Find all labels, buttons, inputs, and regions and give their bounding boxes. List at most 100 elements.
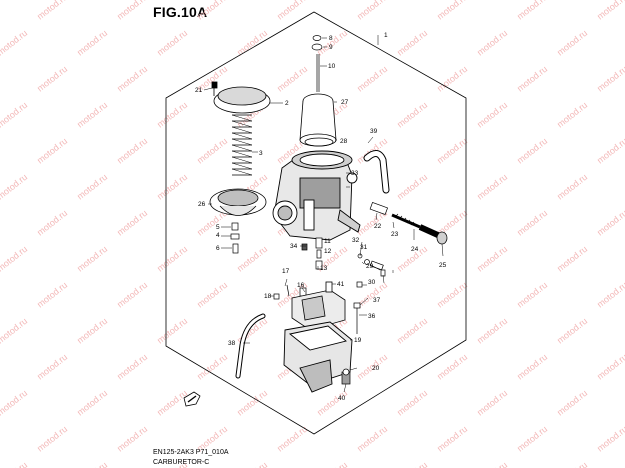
callout-26: 26: [198, 201, 206, 208]
watermark-text: motod.ru: [195, 280, 229, 310]
watermark-text: motod.ru: [115, 64, 149, 94]
callout-37: 37: [373, 297, 381, 304]
watermark-text: motod.ru: [35, 64, 69, 94]
callout-38: 38: [228, 340, 236, 347]
watermark-text: motod.ru: [555, 460, 589, 468]
callout-30: 30: [368, 279, 376, 286]
watermark-text: motod.ru: [235, 460, 269, 468]
watermark-text: motod.ru: [555, 244, 589, 274]
callout-9: 9: [329, 44, 333, 51]
callout-6: 6: [216, 245, 220, 252]
callout-29: 29: [366, 263, 374, 270]
watermark-text: motod.ru: [75, 316, 109, 346]
watermark-text: motod.ru: [75, 460, 109, 468]
watermark-text: motod.ru: [155, 316, 189, 346]
watermark-text: motod.ru: [155, 388, 189, 418]
watermark-text: motod.ru: [555, 172, 589, 202]
callout-19: 19: [354, 337, 362, 344]
watermark-text: motod.ru: [395, 460, 429, 468]
leader-lines: [203, 37, 444, 393]
watermark-text: motod.ru: [0, 28, 29, 58]
callout-41: 41: [337, 281, 345, 288]
watermark-text: motod.ru: [515, 352, 549, 382]
watermark-text: motod.ru: [475, 172, 509, 202]
callout-25: 25: [439, 262, 447, 269]
watermark-text: motod.ru: [75, 100, 109, 130]
watermark-text: motod.ru: [435, 424, 469, 454]
watermark-text: motod.ru: [0, 100, 29, 130]
watermark-text: motod.ru: [315, 28, 349, 58]
watermark-text: motod.ru: [475, 244, 509, 274]
watermark-text: motod.ru: [355, 424, 389, 454]
watermark-text: motod.ru: [435, 280, 469, 310]
watermark-text: motod.ru: [275, 0, 309, 22]
watermark-text: motod.ru: [515, 208, 549, 238]
slide-tube-part: [299, 93, 337, 147]
watermark-text: motod.ru: [195, 136, 229, 166]
float-part: [291, 281, 346, 331]
callout-20: 20: [372, 365, 380, 372]
watermark-text: motod.ru: [0, 388, 29, 418]
adjust-screw-parts: [357, 253, 386, 277]
watermark-text: motod.ru: [395, 388, 429, 418]
float-bowl-part: [283, 321, 353, 393]
watermark-text: motod.ru: [395, 172, 429, 202]
callout-4: 4: [216, 232, 220, 239]
callout-11: 11: [324, 238, 331, 245]
watermark-text: motod.ru: [555, 388, 589, 418]
callout-1: 1: [384, 32, 388, 39]
figure-title: FIG.10A: [153, 4, 208, 20]
watermark-text: motod.ru: [595, 352, 625, 382]
watermark-text: motod.ru: [75, 388, 109, 418]
choke-plunger-part: [369, 201, 448, 245]
watermark-text: motod.ru: [595, 424, 625, 454]
watermark-text: motod.ru: [555, 28, 589, 58]
callout-28: 28: [340, 138, 348, 145]
jet-parts: [230, 222, 240, 254]
assembly-outline: [165, 11, 467, 435]
watermark-text: motod.ru: [515, 64, 549, 94]
callout-22: 22: [374, 223, 382, 230]
watermark-text: motod.ru: [235, 388, 269, 418]
diaphragm-cover-part: [211, 81, 271, 114]
watermark-text: motod.ru: [35, 352, 69, 382]
watermark-text: motod.ru: [235, 244, 269, 274]
watermark-text: motod.ru: [435, 136, 469, 166]
spring-part: [231, 114, 253, 176]
watermark-text: motod.ru: [235, 28, 269, 58]
callout-31: 31: [360, 244, 368, 251]
watermark-text: motod.ru: [475, 28, 509, 58]
watermark-text: motod.ru: [355, 0, 389, 22]
watermark-text: motod.ru: [395, 28, 429, 58]
watermark-text: motod.ru: [195, 0, 229, 22]
watermark-text: motod.ru: [155, 172, 189, 202]
watermark-text: motod.ru: [115, 352, 149, 382]
watermark-text: motod.ru: [315, 460, 349, 468]
watermark-text: motod.ru: [35, 280, 69, 310]
drain-screw-part: [341, 368, 351, 385]
watermark-text: motod.ru: [435, 64, 469, 94]
watermark-text: motod.ru: [515, 424, 549, 454]
callout-33: 33: [351, 170, 359, 177]
watermark-text: motod.ru: [115, 136, 149, 166]
watermark-text: motod.ru: [0, 244, 29, 274]
float-pin-parts: [273, 284, 307, 300]
watermark-text: motod.ru: [0, 460, 29, 468]
footer-assembly-name: CARBURETOR-C: [153, 459, 210, 466]
top-cap-part: [311, 35, 323, 92]
callout-40: 40: [338, 395, 346, 402]
watermark-text: motod.ru: [35, 136, 69, 166]
watermark-text: motod.ru: [115, 0, 149, 22]
needle-jet-parts: [301, 237, 323, 270]
watermark-text: motod.ru: [515, 280, 549, 310]
callout-3: 3: [259, 150, 263, 157]
front-arrow-icon: [183, 391, 201, 407]
callout-18: 18: [264, 293, 272, 300]
watermark-text: motod.ru: [595, 0, 625, 22]
carburetor-body-part: [272, 150, 361, 241]
callout-16: 16: [297, 282, 305, 289]
watermark-text: motod.ru: [515, 136, 549, 166]
watermark-text: motod.ru: [275, 64, 309, 94]
bolt-parts: [353, 281, 363, 334]
